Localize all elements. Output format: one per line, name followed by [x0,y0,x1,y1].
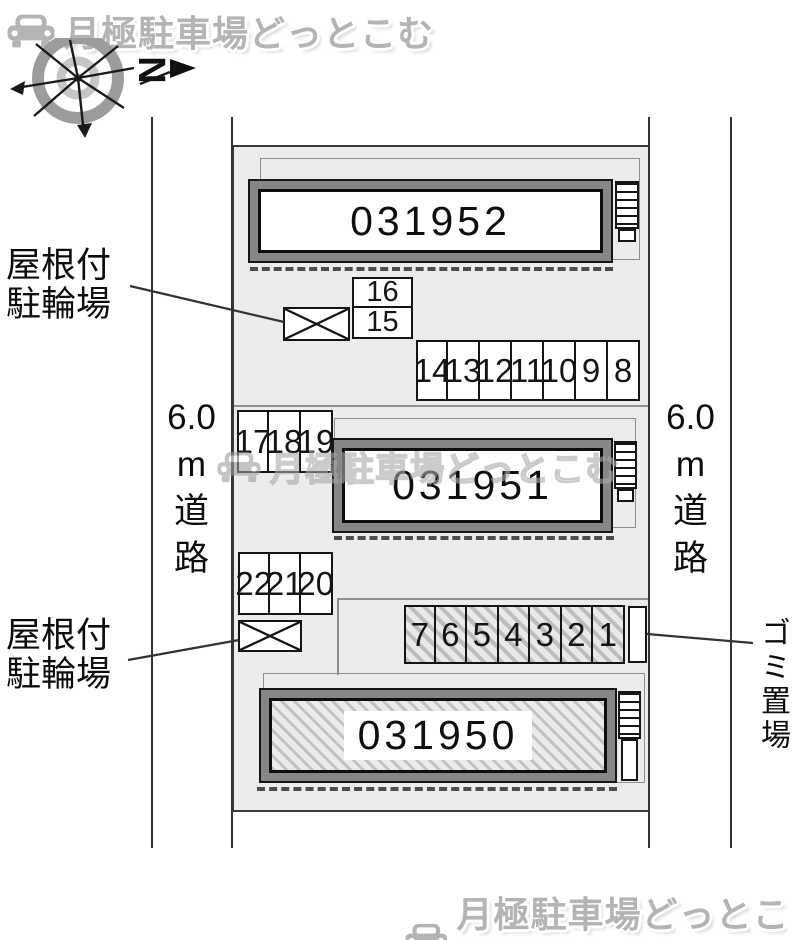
stairs-landing [617,489,634,502]
site-logo-bottom: 月極駐車場どっとこむ [404,886,800,940]
stairs-icon [614,441,637,489]
bicycle-parking-label-2: 屋根付 駐輪場 [6,616,112,694]
road-label-right: 6.0 m 道 路 [666,398,715,578]
road-line-left-outer [151,117,153,848]
parking-space: 21 [266,552,303,615]
parking-space: 5 [467,605,499,664]
stairs-landing [618,229,636,242]
eave-dashed-line [334,536,614,540]
garbage-area-box [628,606,647,663]
parking-space: 14 [414,340,450,401]
parking-space: 22 [235,552,272,615]
bicycle-parking-label-1: 屋根付 駐輪場 [6,246,112,324]
parking-space: 2 [561,605,593,664]
parking-row-22-20: 22 21 20 [235,552,334,615]
lot-line [337,598,339,675]
road-line-right-outer [730,117,732,848]
bicycle-shelter-box-1 [283,307,350,341]
parking-space: 7 [404,605,436,664]
parking-space: 18 [266,410,302,473]
logo-text: 月極駐車場どっとこむ [64,13,435,54]
building-id: 031951 [392,462,553,508]
lot-line [337,598,648,600]
north-arrow-icon [170,59,196,78]
road-line-right-inner [648,117,650,848]
eave-dashed-line [257,787,617,791]
parking-pair-16-15: 16 15 [352,276,413,339]
x-mark-icon [285,309,348,339]
parking-space: 12 [477,340,513,401]
parking-space: 10 [541,340,577,401]
car-icon [7,14,55,48]
parking-space: 1 [593,605,625,664]
logo-text: 月極駐車場どっとこむ [456,894,790,935]
south-arrowhead [77,123,92,138]
parking-space: 3 [530,605,562,664]
eave-dashed-line [250,267,613,271]
building-031950: 031950 [259,688,617,783]
building-031951: 031951 [332,438,613,533]
car-icon [405,923,448,940]
parking-space: 9 [576,340,608,401]
bicycle-shelter-box-2 [238,620,302,652]
parking-row-7-1: 7 6 5 4 3 2 1 [404,605,625,664]
west-arrowhead [10,81,25,95]
parking-row-14-8: 14 13 12 11 10 9 8 [414,340,640,401]
building-id: 031950 [343,711,533,760]
lot-line [234,405,648,407]
road-line-left-inner [231,117,233,848]
site-logo-top: 月極駐車場どっとこむ [6,5,434,57]
stairs-landing [621,739,638,781]
parking-space: 15 [352,306,413,339]
parking-space: 6 [435,605,467,664]
building-id: 031952 [350,197,511,244]
parking-space: 13 [445,340,481,401]
stairs-icon [618,691,641,739]
parking-space: 16 [352,276,413,308]
road-label-left: 6.0 m 道 路 [167,398,216,578]
parking-space: 11 [510,340,544,401]
stairs-icon [615,181,639,229]
logo-text: 月極駐車場どっとこむ [269,450,620,490]
parking-space: 8 [608,340,640,401]
parking-space: 20 [297,552,334,615]
car-icon [217,451,261,482]
parking-space: 19 [298,410,334,473]
compass-rose: N [10,38,196,138]
parking-space: 4 [498,605,530,664]
building-031952: 031952 [248,179,613,263]
north-label: N [130,56,172,83]
site-watermark-middle: 月極駐車場どっとこむ [216,442,620,491]
x-mark-icon [240,622,300,650]
garbage-area-label: ゴミ置場 [756,617,789,753]
